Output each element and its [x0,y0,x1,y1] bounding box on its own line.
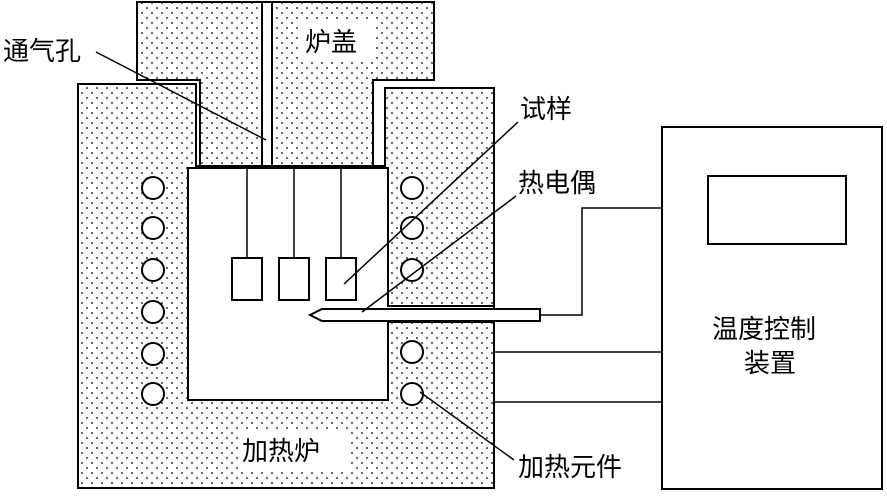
lid-label: 炉盖 [305,28,357,58]
furnace-label-bg [238,430,350,470]
thermocouple-label: 热电偶 [518,169,596,199]
controller-label-line1: 温度控制 [712,315,816,345]
furnace-chamber [187,168,389,401]
thermocouple-wire [540,207,708,316]
specimens [231,166,357,301]
controller-label-line2: 装置 [744,349,796,379]
vent-hole [261,1,273,167]
leader-specimen [343,121,519,285]
specimen-3 [325,257,357,301]
leader-vent-hole [95,51,267,141]
controller-display [707,175,847,245]
furnace-label: 加热炉 [242,437,320,467]
leader-heating-element [419,391,515,461]
heating-coils-left [141,176,165,406]
specimen-label: 试样 [520,95,572,125]
vent-hole-label: 通气孔 [3,37,81,67]
leader-thermocouple [361,195,517,313]
heating-element-label: 加热元件 [518,453,622,483]
lid-label-bg [300,22,376,60]
thermocouple-probe [307,308,541,322]
specimen-2 [278,257,310,301]
heating-coils-right [400,176,424,406]
specimen-1 [231,257,263,301]
